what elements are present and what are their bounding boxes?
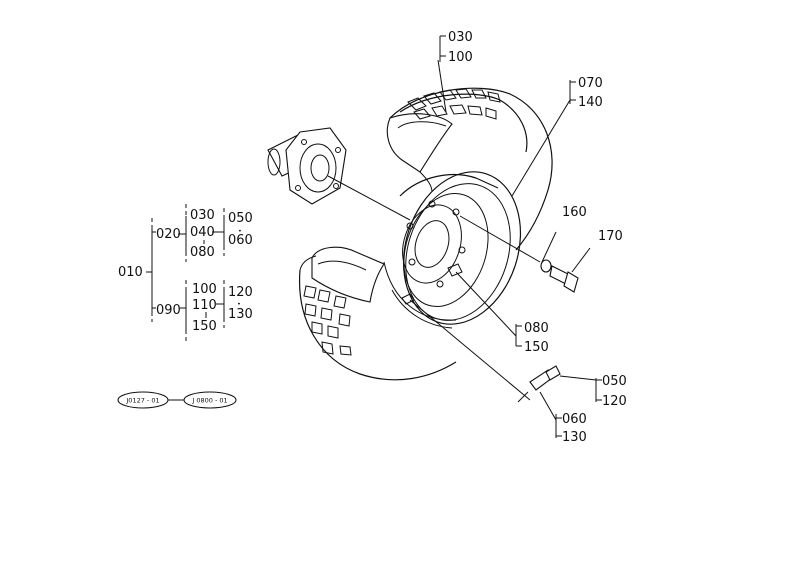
reference-codes: J0127 - 01 J 0800 - 01 <box>117 391 237 409</box>
leader-lines <box>327 59 597 436</box>
wheel-rim <box>383 171 522 329</box>
svg-text:•: • <box>238 227 242 235</box>
callout-120[interactable]: 120 <box>602 394 627 409</box>
callout-150[interactable]: 150 <box>524 340 549 355</box>
parts-tree: 010 020 030 040 080 050 • 060 090 100 11… <box>118 204 253 342</box>
callout-060[interactable]: 060 <box>562 412 587 427</box>
tree-item-030[interactable]: 030 <box>190 208 215 223</box>
tree-item-040[interactable]: 040 <box>190 225 215 240</box>
tire-lower <box>298 246 457 381</box>
tree-sub-130[interactable]: 130 <box>228 307 253 322</box>
tree-sub-050[interactable]: 050 <box>228 211 253 226</box>
tree-item-080[interactable]: 080 <box>190 245 215 260</box>
svg-text:•: • <box>237 300 241 308</box>
callout-100[interactable]: 100 <box>448 50 473 65</box>
callout-130[interactable]: 130 <box>562 430 587 445</box>
ref-left[interactable]: J0127 - 01 <box>125 397 159 405</box>
tree-item-100[interactable]: 100 <box>192 282 217 297</box>
tree-item-110[interactable]: 110 <box>192 298 217 313</box>
callouts: 030 100 070 140 160 170 080 150 050 120 … <box>439 30 627 445</box>
callout-170[interactable]: 170 <box>598 229 623 244</box>
ref-oval-right <box>183 391 237 409</box>
nut-160 <box>540 259 552 273</box>
callout-080[interactable]: 080 <box>524 321 549 336</box>
bolt-170 <box>549 265 579 293</box>
tree-sub-120[interactable]: 120 <box>228 285 253 300</box>
callout-030[interactable]: 030 <box>448 30 473 45</box>
tree-group-090[interactable]: 090 <box>156 303 181 318</box>
tree-root-010[interactable]: 010 <box>118 265 143 280</box>
callout-160[interactable]: 160 <box>562 205 587 220</box>
hub-assembly <box>267 127 347 205</box>
wheel-drawing <box>267 87 579 403</box>
valve-stem <box>517 365 561 403</box>
callout-070[interactable]: 070 <box>578 76 603 91</box>
tree-root-bracket <box>146 228 153 312</box>
tire-upper <box>386 87 553 251</box>
ref-right[interactable]: J 0800 - 01 <box>191 397 227 405</box>
tree-item-150[interactable]: 150 <box>192 319 217 334</box>
callout-140[interactable]: 140 <box>578 95 603 110</box>
tree-group-020[interactable]: 020 <box>156 227 181 242</box>
tree-sub-060[interactable]: 060 <box>228 233 253 248</box>
callout-050[interactable]: 050 <box>602 374 627 389</box>
